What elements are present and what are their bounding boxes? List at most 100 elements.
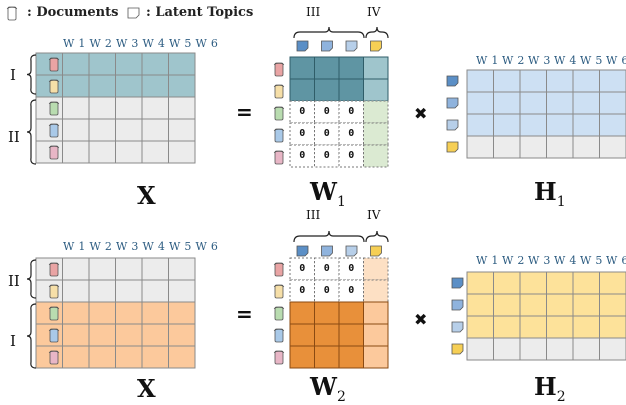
top-matrix-w-cell <box>364 101 389 123</box>
bottom-matrix-w-cell <box>339 324 364 346</box>
bottom-matrix-h-cell <box>494 338 521 360</box>
top-matrix-w-cell <box>364 123 389 145</box>
top-matrix-x-cell <box>116 97 143 119</box>
top-brace-group-2 <box>27 100 36 164</box>
bottom-matrix-w-cell <box>364 258 389 280</box>
top-h-word-header: W 2 <box>502 54 525 67</box>
bottom-w-zero-value: 0 <box>292 285 312 296</box>
top-row-group-1-label: I <box>10 66 16 84</box>
bottom-matrix-x-cell <box>36 324 63 346</box>
top-w-zero-value: 0 <box>341 128 361 139</box>
bottom-x-document-icon <box>49 329 59 342</box>
bottom-matrix-x-cell <box>89 280 116 302</box>
bottom-matrix-w <box>290 258 388 368</box>
bottom-matrix-h-cell <box>600 272 626 294</box>
bottom-h-word-header: W 1 <box>476 254 499 267</box>
bottom-matrix-w-cell <box>364 280 389 302</box>
bottom-equals-sign: = <box>236 302 253 326</box>
top-brace-iv <box>366 27 388 38</box>
bottom-x-word-header: W 2 <box>90 240 113 253</box>
bottom-matrix-w-cell <box>315 346 340 368</box>
bottom-w-topic-icon <box>297 246 308 256</box>
top-matrix-h-cell <box>573 136 600 158</box>
bottom-matrix-x <box>36 258 195 368</box>
bottom-matrix-x-cell <box>142 258 169 280</box>
bottom-brace-group-1 <box>27 260 36 298</box>
top-matrix-w-cell <box>339 57 364 79</box>
bottom-w-document-icon <box>274 307 284 320</box>
top-w-document-icon <box>274 151 284 164</box>
top-matrix-h-cell <box>494 114 521 136</box>
bottom-matrix-x-cell <box>36 346 63 368</box>
top-matrix-h-cell <box>547 92 574 114</box>
bottom-matrix-x-cell <box>116 280 143 302</box>
bottom-x-word-header: W 1 <box>63 240 86 253</box>
top-x-word-header: W 1 <box>63 37 86 50</box>
bottom-matrix-h-cell <box>547 294 574 316</box>
top-matrix-h-cell <box>547 70 574 92</box>
top-matrix-x-cell <box>36 119 63 141</box>
bottom-matrix-x-cell <box>142 280 169 302</box>
top-h-word-header: W 1 <box>476 54 499 67</box>
top-matrix-w-cell <box>290 57 315 79</box>
bottom-w-document-icon <box>274 351 284 364</box>
bottom-x-document-icon <box>49 263 59 276</box>
bottom-matrix-x-cell <box>89 302 116 324</box>
top-matrix-w-cell <box>290 79 315 101</box>
top-matrix-h-cell <box>467 70 494 92</box>
top-matrix-x-cell <box>36 53 63 75</box>
top-matrix-x-cell <box>63 119 90 141</box>
top-h-word-header: W 6 <box>606 54 626 67</box>
top-matrix-x-cell <box>89 97 116 119</box>
top-matrix-x-cell <box>169 97 196 119</box>
top-matrix-w-cell <box>364 79 389 101</box>
top-matrix-h-cell <box>600 136 626 158</box>
bottom-brace-3-label: III <box>306 208 320 222</box>
bottom-x-document-icon <box>49 307 59 320</box>
top-x-word-header: W 6 <box>196 37 219 50</box>
top-x-word-header: W 4 <box>143 37 166 50</box>
bottom-matrix-h-cell <box>573 338 600 360</box>
top-w-document-icon <box>274 107 284 120</box>
top-matrix-h-cell <box>467 92 494 114</box>
bottom-matrix-h-cell <box>600 316 626 338</box>
bottom-h-topic-icon <box>452 300 463 310</box>
bottom-brace-4-label: IV <box>367 208 380 222</box>
bottom-matrix-h-cell <box>520 272 547 294</box>
bottom-matrix-x-cell <box>116 302 143 324</box>
top-w-zero-value: 0 <box>341 106 361 117</box>
top-x-word-header: W 5 <box>169 37 192 50</box>
top-matrix-x-cell <box>169 119 196 141</box>
top-matrix-w-cell <box>315 57 340 79</box>
bottom-matrix-h-cell <box>547 272 574 294</box>
top-matrix-h-cell <box>573 92 600 114</box>
bottom-matrix-h-cell <box>573 272 600 294</box>
bottom-matrix-h-cell <box>494 272 521 294</box>
bottom-matrix-x-cell <box>36 302 63 324</box>
bottom-w-zero-value: 0 <box>317 285 337 296</box>
top-matrix-x-cell <box>63 97 90 119</box>
bottom-w-zero-value: 0 <box>292 263 312 274</box>
top-matrix-h-label: H1 <box>534 177 566 210</box>
bottom-matrix-x-cell <box>142 302 169 324</box>
top-matrix-h-cell <box>547 114 574 136</box>
bottom-w-document-icon <box>274 285 284 298</box>
bottom-row-group-1-label: II <box>8 272 20 290</box>
bottom-matrix-x-cell <box>116 258 143 280</box>
top-matrix-x-cell <box>63 75 90 97</box>
bottom-matrix-x-cell <box>89 258 116 280</box>
bottom-matrix-w-cell <box>364 324 389 346</box>
bottom-h-topic-icon <box>452 278 463 288</box>
top-h-topic-icon <box>447 142 458 152</box>
top-x-document-icon <box>49 124 59 137</box>
bottom-w-zero-value: 0 <box>317 263 337 274</box>
bottom-matrix-x-cell <box>63 346 90 368</box>
bottom-matrix-w-cell <box>364 346 389 368</box>
bottom-w-zero-value: 0 <box>341 263 361 274</box>
top-matrix-w-label: W1 <box>310 177 346 210</box>
bottom-matrix-x-cell <box>116 324 143 346</box>
top-x-document-icon <box>49 146 59 159</box>
top-w-document-icon <box>274 129 284 142</box>
bottom-h-word-header: W 6 <box>606 254 626 267</box>
